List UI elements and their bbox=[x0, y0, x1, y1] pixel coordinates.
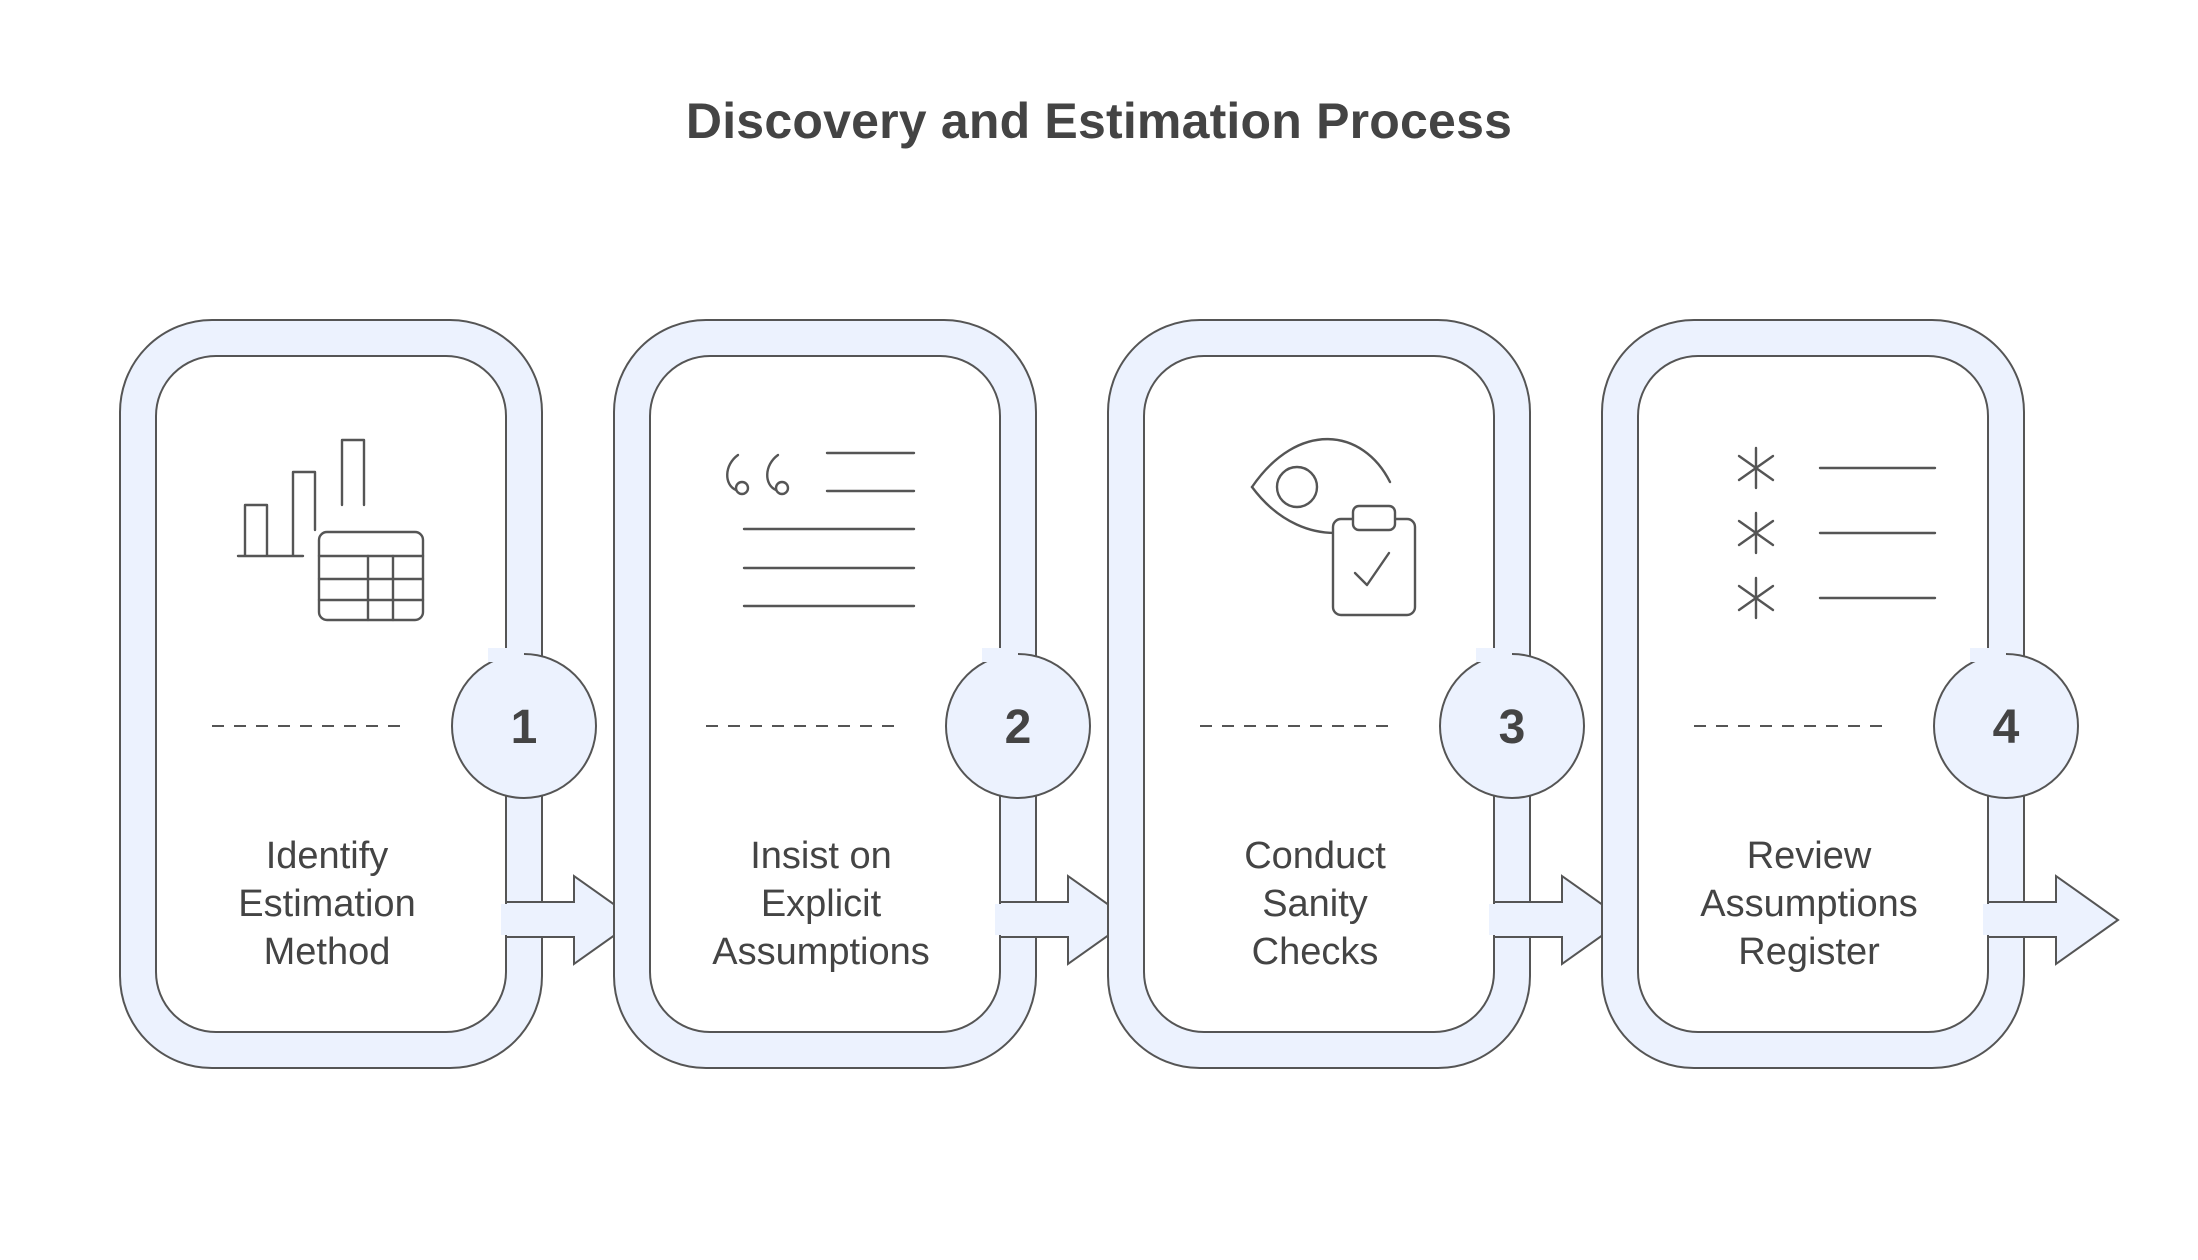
step-label-line: Checks bbox=[1252, 931, 1379, 973]
step-label-line: Assumptions bbox=[712, 931, 930, 973]
step-label-line: Estimation bbox=[238, 883, 415, 925]
diagram-title: Discovery and Estimation Process bbox=[685, 93, 1513, 149]
chart-table-icon bbox=[236, 438, 425, 622]
asterisk-list-icon bbox=[1737, 446, 1937, 620]
arrow-seam bbox=[995, 904, 1001, 935]
connector-arrow bbox=[1493, 874, 1626, 966]
badge-seam bbox=[1970, 648, 2006, 662]
step-label-line: Method bbox=[264, 931, 391, 973]
step-label-line: Conduct bbox=[1244, 835, 1386, 877]
step-label-line: Explicit bbox=[761, 883, 882, 925]
step-label-line: Sanity bbox=[1262, 883, 1368, 925]
arrow-seam bbox=[501, 904, 507, 935]
quote-lines-icon bbox=[726, 451, 916, 608]
step-label-line: Register bbox=[1738, 931, 1880, 973]
step-label-line: Identify bbox=[266, 835, 389, 877]
step-number: 2 bbox=[1005, 701, 1032, 754]
connector-arrow bbox=[1987, 874, 2120, 966]
step-number: 4 bbox=[1993, 701, 2020, 754]
arrow-seam bbox=[1489, 904, 1495, 935]
arrow-seam bbox=[1983, 904, 1989, 935]
eye-clipboard-icon bbox=[1250, 438, 1417, 617]
connector-arrow bbox=[505, 874, 638, 966]
badge-seam bbox=[488, 648, 524, 662]
badge-seam bbox=[1476, 648, 1512, 662]
step-label-line: Assumptions bbox=[1700, 883, 1918, 925]
connector-arrow bbox=[999, 874, 1132, 966]
badge-seam bbox=[982, 648, 1018, 662]
step-number: 1 bbox=[511, 701, 538, 754]
step-number: 3 bbox=[1499, 701, 1526, 754]
step-label-line: Insist on bbox=[750, 835, 892, 877]
step-label-line: Review bbox=[1747, 835, 1872, 877]
